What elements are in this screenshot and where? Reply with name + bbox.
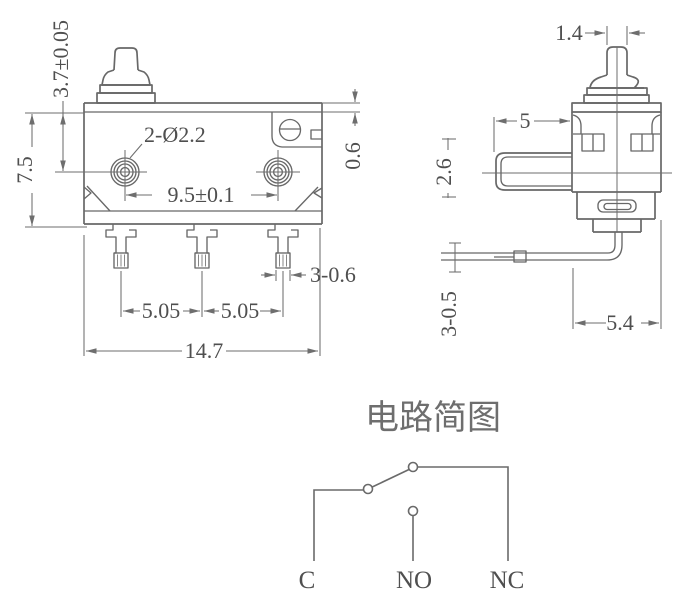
plunger-front-icon <box>96 47 156 104</box>
no-contact <box>407 505 419 517</box>
side-dimensions <box>442 26 662 329</box>
dim-lever-length: 5 <box>520 108 531 133</box>
side-view: 1.4 5 2.6 3-0.5 5.4 <box>431 20 672 337</box>
front-dimensions <box>25 89 360 356</box>
dim-cover-step: 0.6 <box>340 142 365 170</box>
switch-body-front <box>83 102 323 225</box>
circuit-diagram: 电路简图 C NO NC <box>299 399 525 594</box>
dim-terminal-thickness: 3-0.5 <box>436 291 461 337</box>
common-wire <box>313 489 364 561</box>
dim-body-height: 7.5 <box>12 156 37 184</box>
dim-terminal-width: 3-0.6 <box>310 262 356 287</box>
circuit-title: 电路简图 <box>365 399 501 437</box>
dim-pin-pitch-left: 5.05 <box>142 298 181 323</box>
label-terminal-c: C <box>299 567 316 594</box>
circuit-wiring <box>313 461 509 561</box>
dim-lever-height: 2.6 <box>431 158 456 186</box>
lever-side <box>495 152 572 191</box>
terminal-pin-right <box>267 223 299 269</box>
screw-head-icon <box>271 112 322 148</box>
bent-terminal-side <box>441 232 623 263</box>
front-view: 3.7±0.05 7.5 2-Ø2.2 9.5±0.1 0.6 3-0.6 5.… <box>12 20 365 363</box>
left-notch <box>83 186 92 200</box>
latch-hook-right <box>651 114 661 135</box>
terminal-pin-middle <box>186 223 218 269</box>
hole-callout-label: 2-Ø2.2 <box>144 122 206 147</box>
dim-plunger-height: 3.7±0.05 <box>48 20 73 98</box>
label-terminal-no: NO <box>396 567 432 594</box>
switch-body-side <box>482 47 672 232</box>
latch-hook-left <box>572 114 582 135</box>
dim-overall-width: 14.7 <box>185 338 224 363</box>
lower-housing-side <box>572 191 661 233</box>
dim-pin-pitch-right: 5.05 <box>221 298 260 323</box>
dim-plunger-dia: 1.4 <box>555 20 583 45</box>
nc-wire <box>417 466 509 561</box>
label-terminal-nc: NC <box>490 567 525 594</box>
right-notch <box>313 187 323 199</box>
terminal-pin-left <box>105 223 137 269</box>
dim-overall-depth: 5.4 <box>606 310 634 335</box>
dim-hole-spacing: 9.5±0.1 <box>167 182 234 207</box>
common-contact <box>362 483 374 495</box>
switch-arm <box>371 468 410 488</box>
terminal-clip <box>513 250 527 263</box>
nc-contact <box>407 461 419 473</box>
